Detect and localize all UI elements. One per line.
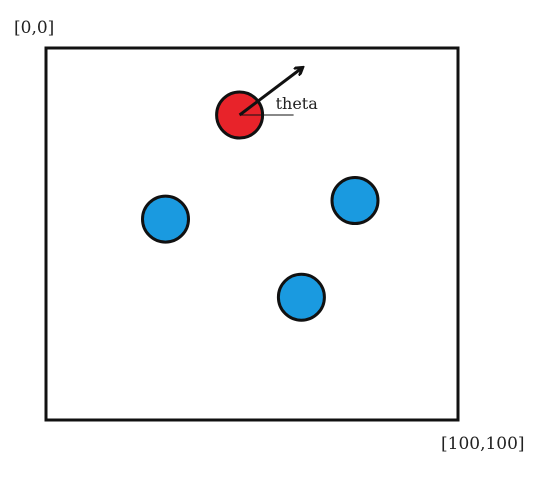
theta-label: theta (276, 94, 319, 113)
obstacle-group (141, 176, 380, 322)
obstacle-circle-2 (330, 176, 380, 225)
max-coordinate-label: [100,100] (441, 434, 525, 454)
heading-arrow (238, 68, 302, 117)
obstacle-circle-1 (141, 194, 190, 244)
origin-coordinate-label: [0,0] (14, 18, 55, 38)
obstacle-circle-3 (276, 272, 326, 322)
